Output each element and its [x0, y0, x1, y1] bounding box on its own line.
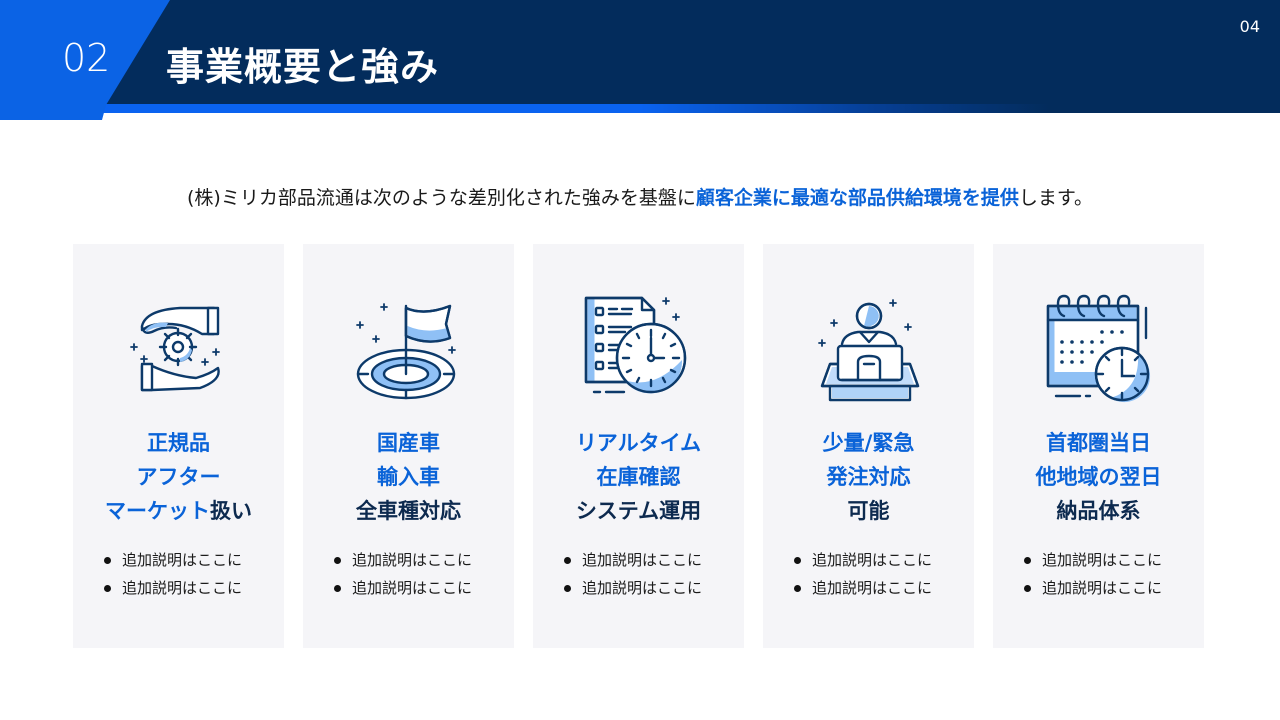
title-line-blue: 正規品: [147, 431, 210, 455]
title-line-blue: 輸入車: [377, 465, 440, 489]
bullet-item: 追加説明はここに: [563, 574, 702, 602]
title-line-dark: システム運用: [575, 499, 702, 523]
title-line-dark: 全車種対応: [356, 499, 461, 523]
header-accent-stripe: [0, 104, 1280, 113]
calendar-clock-icon: [1046, 294, 1150, 403]
title-line-dark: 可能: [847, 499, 890, 523]
lead-text: (株)ミリカ部品流通は次のような差別化された強みを基盤に顧客企業に最適な部品供給…: [0, 183, 1280, 210]
strength-bullets: 追加説明はここに 追加説明はここに: [1023, 546, 1162, 602]
header-band: [0, 0, 1280, 113]
strength-title: リアルタイム 在庫確認 システム運用: [533, 426, 744, 528]
bullet-item: 追加説明はここに: [1023, 574, 1162, 602]
strength-title: 正規品 アフター マーケット扱い: [73, 426, 284, 528]
bullet-item: 追加説明はここに: [563, 546, 702, 574]
lead-highlight: 顧客企業に最適な部品供給環境を提供: [695, 187, 1019, 209]
page-number: 04: [1239, 17, 1260, 36]
section-number: 02: [62, 36, 111, 80]
strength-bullets: 追加説明はここに 追加説明はここに: [563, 546, 702, 602]
bullet-item: 追加説明はここに: [793, 546, 932, 574]
title-line-dark: 納品体系: [1056, 499, 1141, 523]
title-line-blue: アフター: [136, 465, 221, 489]
strength-bullets: 追加説明はここに 追加説明はここに: [103, 546, 242, 602]
document-clock-icon: [584, 296, 686, 394]
bullet-item: 追加説明はここに: [333, 574, 472, 602]
flag-target-icon: [355, 303, 456, 400]
title-line-blue: 首都圏当日: [1046, 431, 1151, 455]
strength-card: 少量/緊急 発注対応 可能 追加説明はここに 追加説明はここに: [763, 244, 974, 648]
bullet-item: 追加説明はここに: [793, 574, 932, 602]
bullet-item: 追加説明はここに: [103, 546, 242, 574]
title-line-blue: マーケット: [105, 499, 210, 523]
strength-card: 正規品 アフター マーケット扱い 追加説明はここに 追加説明はここに: [73, 244, 284, 648]
page-title: 事業概要と強み: [166, 45, 440, 89]
strength-bullets: 追加説明はここに 追加説明はここに: [793, 546, 932, 602]
title-line-blue: 在庫確認: [596, 465, 681, 489]
strength-bullets: 追加説明はここに 追加説明はここに: [333, 546, 472, 602]
title-line-blue: 少量/緊急: [822, 431, 915, 455]
bullet-item: 追加説明はここに: [103, 574, 242, 602]
lead-suffix: します。: [1018, 187, 1093, 209]
strength-card: 首都圏当日 他地域の翌日 納品体系 追加説明はここに 追加説明はここに: [993, 244, 1204, 648]
strengths-cards: 正規品 アフター マーケット扱い 追加説明はここに 追加説明はここに: [73, 244, 1204, 648]
bullet-item: 追加説明はここに: [333, 546, 472, 574]
bullet-item: 追加説明はここに: [1023, 546, 1162, 574]
strength-card: 国産車 輸入車 全車種対応 追加説明はここに 追加説明はここに: [303, 244, 514, 648]
title-line-dark: 扱い: [210, 499, 252, 523]
title-line-blue: 他地域の翌日: [1035, 465, 1162, 489]
strength-title: 首都圏当日 他地域の翌日 納品体系: [993, 426, 1204, 528]
lead-prefix: (株)ミリカ部品流通は次のような差別化された強みを基盤に: [187, 187, 696, 209]
person-desk-icon: [817, 299, 919, 402]
strength-title: 少量/緊急 発注対応 可能: [763, 426, 974, 528]
strength-title: 国産車 輸入車 全車種対応: [303, 426, 514, 528]
strength-card: リアルタイム 在庫確認 システム運用 追加説明はここに 追加説明はここに: [533, 244, 744, 648]
hands-gear-icon: [129, 306, 220, 392]
title-line-blue: 発注対応: [826, 465, 911, 489]
title-line-blue: リアルタイム: [575, 431, 702, 455]
title-line-blue: 国産車: [377, 431, 440, 455]
